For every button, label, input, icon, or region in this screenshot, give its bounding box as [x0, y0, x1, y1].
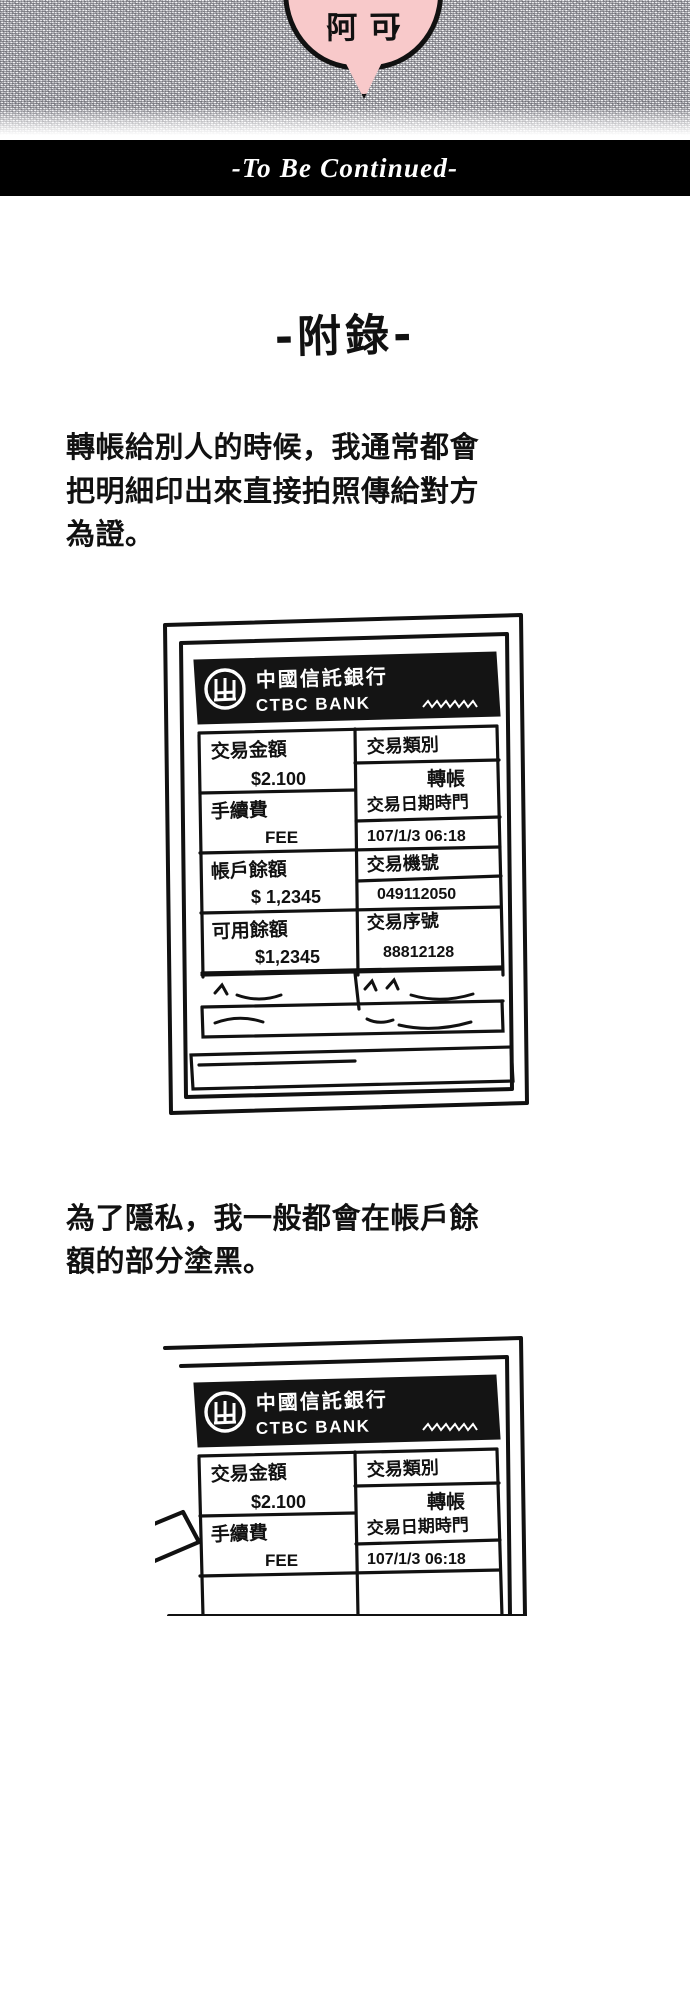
r2-row-1-value-left: FEE	[265, 1551, 298, 1570]
r2-row-1-value-right: 107/1/3 06:18	[367, 1551, 466, 1568]
row-3-label-right: 交易序號	[366, 909, 439, 933]
receipt-drawing: 中國信託銀行 CTBC BANK	[163, 612, 529, 1115]
r2-row-0-label-left: 交易金額	[210, 1460, 287, 1486]
row-1-label-right: 交易日期時門	[366, 791, 469, 816]
row-0-label-left: 交易金額	[210, 737, 287, 763]
r2-row-0-value-right: 轉帳	[427, 1490, 465, 1513]
receipt2-bank-name-zh: 中國信託銀行	[255, 1387, 388, 1415]
r2-row-1-label-right: 交易日期時門	[366, 1514, 469, 1539]
row-1-value-left: FEE	[265, 828, 298, 847]
row-0-label-right: 交易類別	[366, 733, 439, 757]
appendix-section: -附錄- 轉帳給別人的時候，我通常都會把明細印出來直接拍照傳給對方為證。 中國	[0, 300, 690, 1616]
appendix-title: -附錄-	[274, 309, 416, 364]
comic-panel-noise: 阿可	[0, 0, 690, 140]
header-squiggle-icon	[422, 698, 478, 709]
row-3-value-left: $1,2345	[255, 947, 320, 967]
row-2-label-right: 交易機號	[366, 851, 439, 875]
row-2-value-right: 049112050	[377, 886, 456, 903]
row-1-value-right: 107/1/3 06:18	[367, 828, 466, 845]
row-3-value-right: 88812128	[383, 944, 454, 961]
receipt2-bank-name-en: CTBC BANK	[256, 1416, 371, 1437]
appendix-paragraph-2: 為了隱私，我一般都會在帳戶餘額的部分塗黑。	[66, 1200, 480, 1279]
row-3-label-left: 可用餘額	[211, 917, 288, 943]
r2-row-1-label-left: 手續費	[210, 1521, 268, 1546]
row-2-value-left: $ 1,2345	[251, 887, 321, 907]
r2-row-0-label-right: 交易類別	[366, 1456, 439, 1480]
pen-icon	[155, 1509, 201, 1563]
receipt-illustration-1: 中國信託銀行 CTBC BANK	[0, 603, 690, 1123]
ctbc-logo-icon-2	[204, 1390, 246, 1433]
row-1-label-left: 手續費	[210, 798, 268, 823]
to-be-continued-band: -To Be Continued-	[0, 140, 690, 196]
row-2-label-left: 帳戶餘額	[210, 857, 287, 883]
receipt-illustration-2: 中國信託銀行 CTBC BANK 交易金額 $2.100 手續費 FEE	[0, 1326, 690, 1616]
row-0-value-left: $2.100	[251, 769, 306, 789]
panel-bottom-fade	[0, 106, 690, 140]
to-be-continued-label: -To Be Continued-	[231, 152, 459, 183]
receipt-bank-name-en: CTBC BANK	[256, 693, 371, 714]
r2-row-0-value-left: $2.100	[251, 1492, 306, 1512]
speech-balloon-text: 阿可	[326, 9, 413, 47]
receipt-scribbles	[213, 976, 475, 1030]
row-0-value-right: 轉帳	[427, 767, 465, 790]
header-squiggle-icon-2	[422, 1421, 478, 1432]
receipt-drawing-2: 中國信託銀行 CTBC BANK 交易金額 $2.100 手續費 FEE	[155, 1335, 527, 1616]
ctbc-logo-icon	[204, 667, 246, 710]
appendix-paragraph-1: 轉帳給別人的時候，我通常都會把明細印出來直接拍照傳給對方為證。	[66, 430, 480, 551]
receipt-bank-name-zh: 中國信託銀行	[255, 664, 388, 692]
